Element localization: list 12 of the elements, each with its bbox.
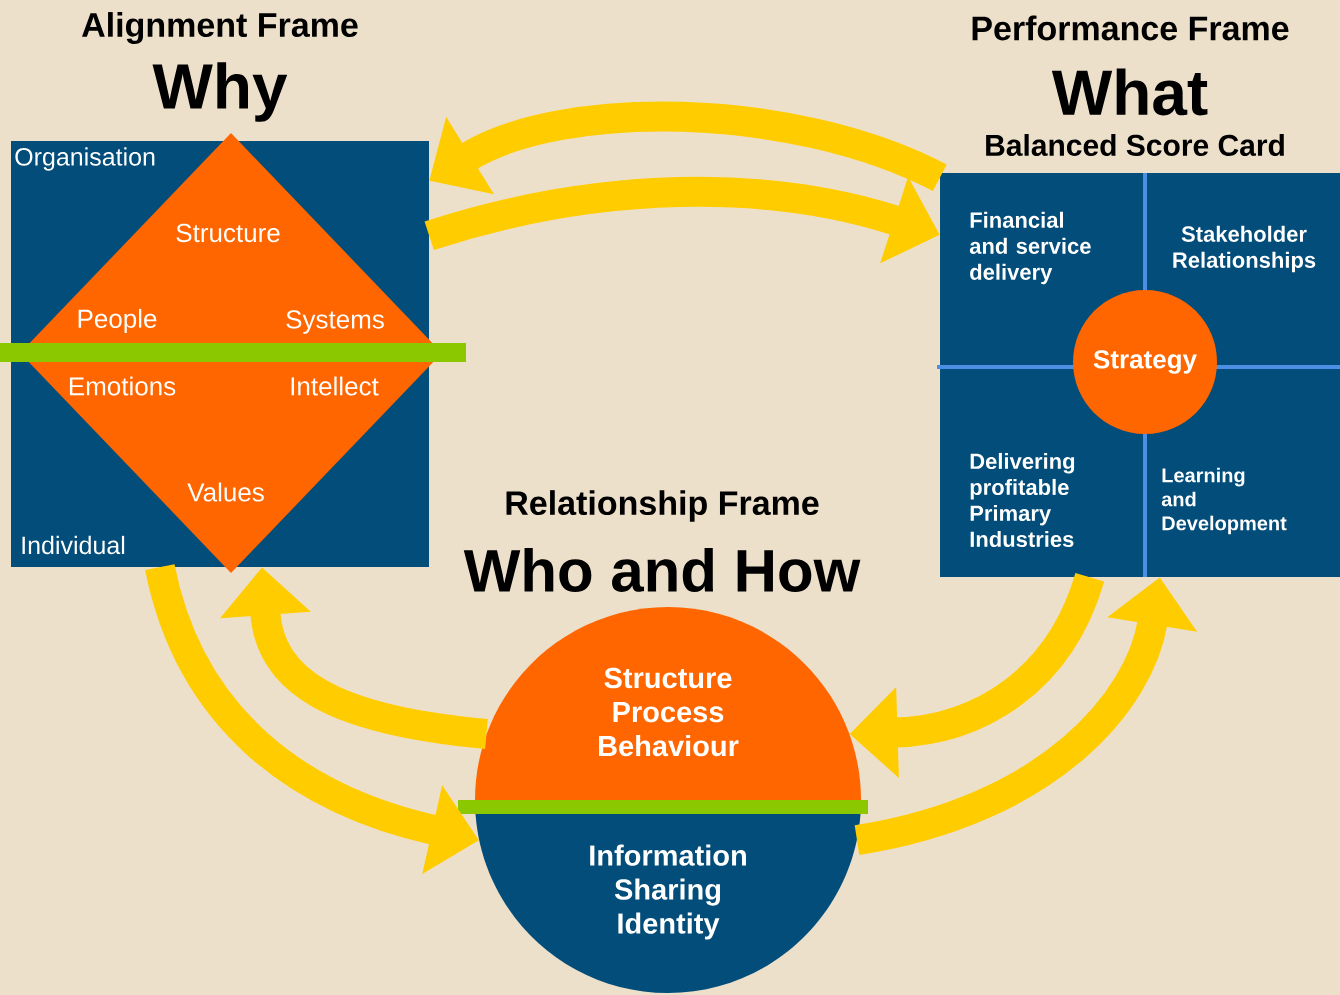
frame-title: Why: [152, 62, 288, 122]
quadrant-label: Learning and Development: [1161, 467, 1287, 535]
frame-title: What: [1051, 68, 1208, 116]
frame-title: Who and How: [463, 548, 861, 593]
circle-label: Information Sharing Identity: [590, 844, 746, 940]
quadrant-label: Financial and service delivery: [969, 211, 1091, 285]
frame-heading: Performance Frame: [972, 15, 1289, 41]
frame-subtitle: Balanced Score Card: [986, 134, 1284, 156]
quadrant-label: Stakeholder Relationships: [1173, 225, 1316, 273]
quadrant-label: Delivering profitable Primary Industries: [970, 452, 1075, 548]
frame-heading: Alignment Frame: [82, 12, 358, 44]
frame-heading: Relationship Frame: [506, 490, 819, 522]
